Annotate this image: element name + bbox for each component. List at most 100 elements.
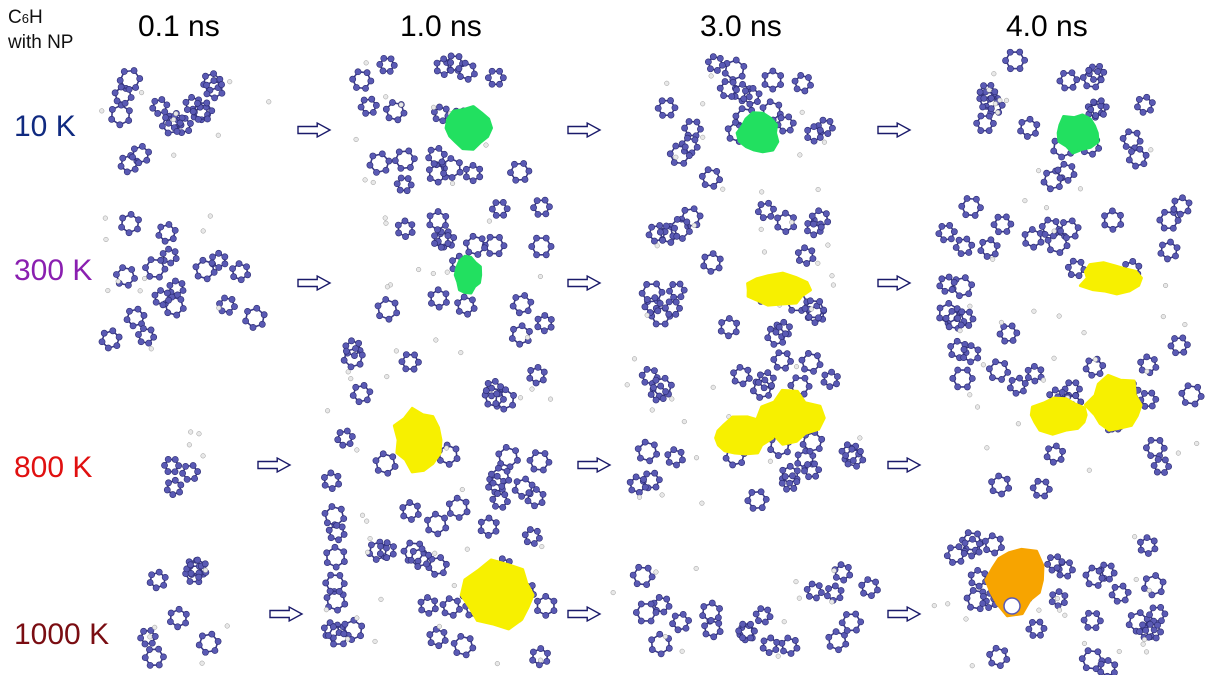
carbon-atom — [385, 157, 393, 165]
carbon-atom — [341, 620, 349, 628]
carbon-atom — [456, 168, 464, 176]
carbon-atom — [342, 347, 350, 355]
carbon-atom — [253, 304, 261, 312]
carbon-atom — [672, 142, 680, 150]
carbon-atom — [834, 373, 841, 380]
carbon-atom — [799, 441, 807, 448]
carbon-atom — [770, 205, 777, 213]
carbon-atom — [149, 104, 157, 112]
carbon-atom — [426, 175, 434, 182]
carbon-atom — [744, 366, 752, 374]
carbon-atom — [974, 354, 982, 362]
carbon-atom — [973, 119, 981, 127]
carbon-atom — [651, 367, 658, 374]
hydrogen-atom — [1062, 612, 1068, 618]
carbon-atom — [349, 75, 357, 83]
hydrogen-atom — [384, 284, 390, 290]
carbon-atom — [173, 128, 181, 135]
carbon-atom — [651, 294, 659, 302]
carbon-atom — [228, 296, 236, 303]
hydrogen-atom — [398, 102, 404, 108]
carbon-atom — [492, 502, 499, 510]
carbon-atom — [1095, 144, 1103, 152]
nanoparticle-300k-1.0ns — [453, 254, 483, 295]
carbon-atom — [716, 54, 724, 62]
carbon-atom — [454, 597, 461, 605]
carbon-atom — [787, 650, 795, 657]
carbon-atom — [407, 181, 415, 189]
carbon-atom — [431, 232, 438, 240]
carbon-atom — [119, 214, 127, 222]
carbon-atom — [825, 585, 832, 592]
carbon-atom — [424, 516, 431, 524]
carbon-atom — [811, 319, 819, 327]
carbon-atom — [793, 644, 801, 652]
carbon-atom — [167, 609, 175, 617]
carbon-atom — [408, 516, 415, 523]
carbon-atom — [709, 53, 717, 61]
hydrogen-atom — [957, 328, 963, 334]
carbon-atom — [165, 245, 172, 253]
carbon-atom — [791, 637, 799, 644]
carbon-atom — [161, 265, 169, 273]
carbon-atom — [954, 314, 962, 322]
carbon-atom — [172, 255, 180, 262]
carbon-atom — [976, 540, 983, 548]
hydrogen-atom — [761, 249, 768, 255]
carbon-atom — [535, 661, 543, 669]
carbon-atom — [1050, 147, 1058, 155]
hydrogen-atom — [430, 270, 436, 277]
carbon-atom — [1143, 444, 1150, 452]
carbon-atom — [1147, 106, 1154, 114]
carbon-atom — [431, 597, 439, 605]
carbon-atom — [1077, 258, 1085, 266]
hydrogen-atom — [186, 442, 192, 448]
hydrogen-atom — [767, 458, 773, 464]
carbon-atom — [960, 354, 968, 361]
carbon-atom — [187, 120, 194, 127]
hydrogen-atom — [829, 599, 835, 605]
carbon-atom — [402, 233, 409, 240]
hydrogen-atom — [1054, 596, 1060, 602]
carbon-atom — [374, 466, 382, 474]
carbon-atom — [476, 165, 484, 173]
carbon-atom — [1119, 135, 1127, 142]
carbon-atom — [825, 633, 833, 641]
hydrogen-atom — [363, 60, 369, 66]
carbon-atom — [244, 307, 251, 315]
carbon-atom — [326, 587, 334, 595]
carbon-atom — [526, 526, 534, 533]
carbon-atom — [1044, 560, 1052, 568]
carbon-atom — [990, 221, 998, 229]
carbon-atom — [202, 72, 209, 80]
carbon-atom — [147, 326, 155, 334]
carbon-atom — [1006, 384, 1014, 392]
carbon-atom — [437, 243, 445, 251]
carbon-atom — [436, 103, 443, 111]
carbon-atom — [781, 473, 789, 480]
carbon-atom — [152, 298, 160, 306]
carbon-atom — [954, 383, 962, 391]
carbon-atom — [518, 322, 526, 330]
carbon-atom — [1128, 148, 1135, 155]
carbon-atom — [961, 274, 969, 282]
carbon-atom — [1150, 626, 1158, 634]
carbon-atom — [434, 178, 442, 186]
carbon-atom — [418, 606, 426, 614]
carbon-atom — [383, 554, 391, 562]
carbon-atom — [512, 176, 520, 184]
carbon-atom — [805, 592, 813, 600]
carbon-atom — [1088, 564, 1096, 572]
carbon-atom — [155, 231, 163, 239]
carbon-atom — [362, 84, 369, 92]
carbon-atom — [746, 100, 754, 108]
carbon-atom — [720, 92, 727, 100]
carbon-atom — [1158, 617, 1165, 625]
carbon-atom — [698, 172, 706, 180]
carbon-atom — [667, 239, 675, 246]
carbon-atom — [547, 323, 555, 331]
hydrogen-atom — [199, 660, 205, 666]
row-label-3: 1000 K — [14, 618, 110, 651]
carbon-atom — [346, 440, 354, 448]
carbon-atom — [701, 253, 709, 261]
